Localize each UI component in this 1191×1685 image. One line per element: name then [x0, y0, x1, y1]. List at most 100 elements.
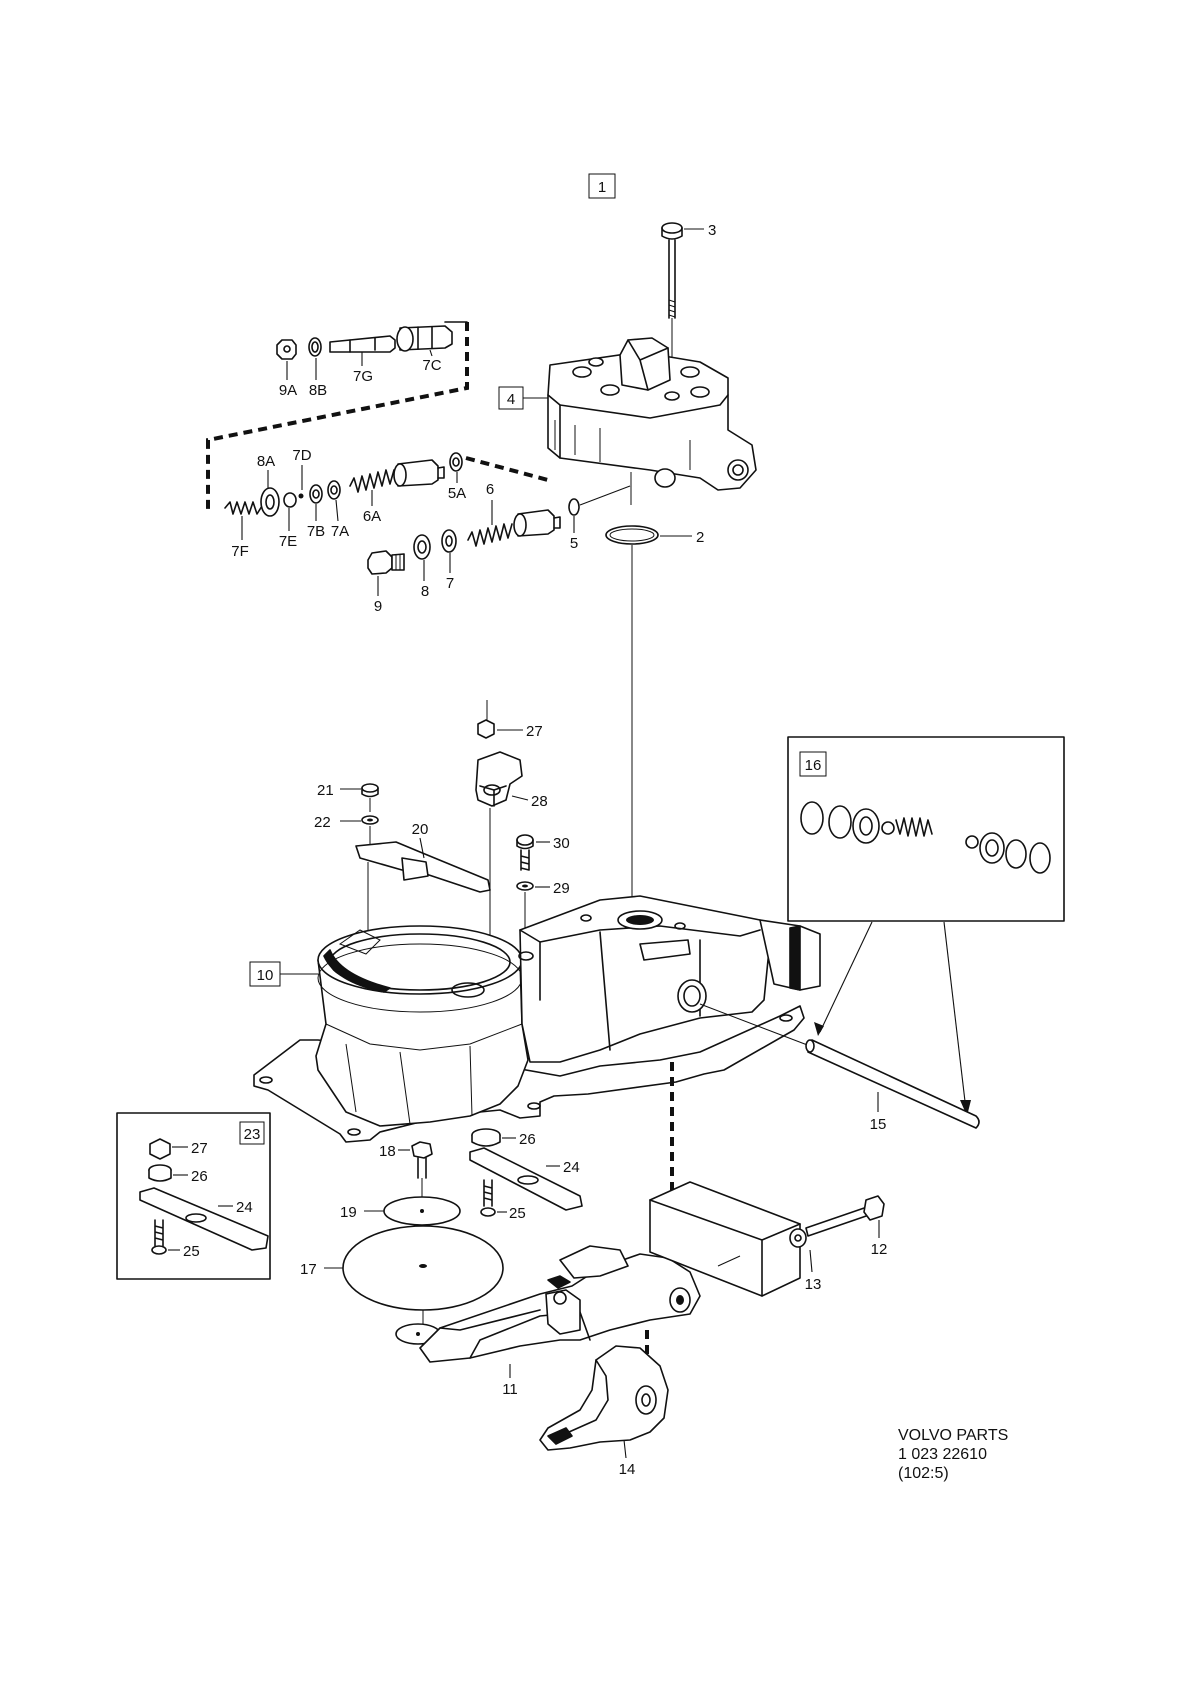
callout-7: 7 — [446, 575, 454, 592]
disc-17: 17 — [300, 1225, 504, 1340]
bolt-12: 12 — [805, 1195, 888, 1258]
lever-11: 11 — [395, 1245, 701, 1398]
callout-30: 30 — [553, 835, 570, 852]
bolt-3: 3 — [661, 222, 716, 360]
callout-box-4: 4 — [498, 386, 548, 410]
callout-13: 13 — [805, 1276, 822, 1293]
callout-11: 11 — [502, 1381, 518, 1398]
callout-27-box: 27 — [191, 1140, 208, 1157]
callout-17: 17 — [300, 1261, 317, 1278]
spring-7f: 7F — [224, 501, 263, 560]
callout-9a: 9A — [279, 382, 297, 399]
arrows-16 — [814, 921, 971, 1116]
callout-19: 19 — [340, 1204, 357, 1221]
o-ring-2: 2 — [605, 525, 704, 546]
guide-line-5 — [579, 485, 631, 506]
ball-7d: 7D — [292, 447, 312, 499]
main-housing-10 — [253, 895, 821, 1143]
callout-21: 21 — [317, 782, 334, 799]
nut-27-upper: 27 — [477, 700, 543, 740]
washer-29: 29 — [516, 880, 570, 897]
dashed-guide-5a — [465, 456, 549, 482]
bolt-18: 18 — [379, 1141, 433, 1200]
valve-housing-4 — [547, 337, 757, 505]
callout-22: 22 — [314, 814, 331, 831]
callout-4-label: 4 — [507, 391, 515, 408]
spool-upper — [393, 459, 445, 487]
spool-lower — [513, 509, 561, 537]
spring-6: 6 — [467, 481, 513, 547]
callout-20: 20 — [412, 821, 429, 838]
callout-23-label: 23 — [244, 1126, 261, 1143]
kit-box-16: 16 — [787, 736, 1065, 922]
spring-6a: 6A — [349, 469, 395, 525]
callout-5a: 5A — [448, 485, 466, 502]
screw-21: 21 — [317, 782, 379, 812]
screw-25: 25 — [480, 1179, 526, 1222]
washer-7: 7 — [441, 529, 457, 592]
reference-line-2: 1 023 22610 — [898, 1446, 987, 1463]
callout-8: 8 — [421, 583, 429, 600]
bracket-28: 28 — [475, 751, 548, 810]
plate-24: 24 — [469, 1147, 583, 1211]
callout-27-upper: 27 — [526, 723, 543, 740]
plate-20: 20 — [355, 821, 491, 893]
callout-26-box: 26 — [191, 1168, 208, 1185]
callout-14: 14 — [619, 1461, 636, 1478]
callout-8b: 8B — [309, 382, 327, 399]
valve-kit-dashed-frame — [206, 321, 469, 512]
ring-5a: 5A — [448, 452, 466, 502]
callout-7a: 7A — [331, 523, 349, 540]
callout-24-box: 24 — [236, 1199, 253, 1216]
callout-12: 12 — [871, 1241, 888, 1258]
ring-5: 5 — [568, 498, 580, 552]
pin-15: 15 — [699, 1003, 980, 1133]
washer-8: 8 — [413, 534, 431, 600]
callout-16-label: 16 — [805, 757, 822, 774]
callout-7b: 7B — [307, 523, 325, 540]
block-13: 13 — [649, 1181, 822, 1297]
washer-7b: 7B — [307, 484, 325, 540]
callout-3: 3 — [708, 222, 716, 239]
kit-box-23: 23 27 26 24 25 — [116, 1112, 271, 1280]
callout-5: 5 — [570, 535, 578, 552]
washer-7a: 7A — [327, 480, 349, 540]
callout-8a: 8A — [257, 453, 275, 470]
bushing-26: 26 — [471, 1128, 536, 1148]
washer-8b: 8B — [308, 337, 327, 399]
callout-box-1: 1 — [588, 173, 616, 199]
washer-8a: 8A — [257, 453, 280, 517]
screw-30: 30 — [516, 834, 570, 871]
callout-7e: 7E — [279, 533, 297, 550]
washer-22: 22 — [314, 814, 379, 845]
callout-18: 18 — [379, 1143, 396, 1160]
bracket-14: 14 — [539, 1345, 669, 1478]
callout-2: 2 — [696, 529, 704, 546]
reference-line-1: VOLVO PARTS — [898, 1427, 1008, 1444]
callout-7g: 7G — [353, 368, 373, 385]
pin-7g: 7G — [329, 335, 396, 385]
callout-1-label: 1 — [598, 179, 606, 196]
reference-line-3: (102:5) — [898, 1465, 949, 1482]
callout-9: 9 — [374, 598, 382, 615]
plug-9: 9 — [367, 550, 405, 615]
callout-10-label: 10 — [257, 967, 274, 984]
callout-6: 6 — [486, 481, 494, 498]
valve-7c: 7C — [396, 325, 453, 374]
callout-26: 26 — [519, 1131, 536, 1148]
callout-7f: 7F — [231, 543, 249, 560]
reference-block: VOLVO PARTS 1 023 22610 (102:5) — [898, 1427, 1008, 1482]
callout-7d: 7D — [292, 447, 311, 464]
disc-19: 19 — [340, 1196, 461, 1250]
callout-7c: 7C — [422, 357, 441, 374]
callout-28: 28 — [531, 793, 548, 810]
callout-25: 25 — [509, 1205, 526, 1222]
ball-7e: 7E — [279, 492, 297, 550]
callout-29: 29 — [553, 880, 570, 897]
callout-box-10: 10 — [249, 961, 318, 987]
callout-24: 24 — [563, 1159, 580, 1176]
callout-6a: 6A — [363, 508, 381, 525]
callout-15: 15 — [870, 1116, 887, 1133]
callout-25-box: 25 — [183, 1243, 200, 1260]
